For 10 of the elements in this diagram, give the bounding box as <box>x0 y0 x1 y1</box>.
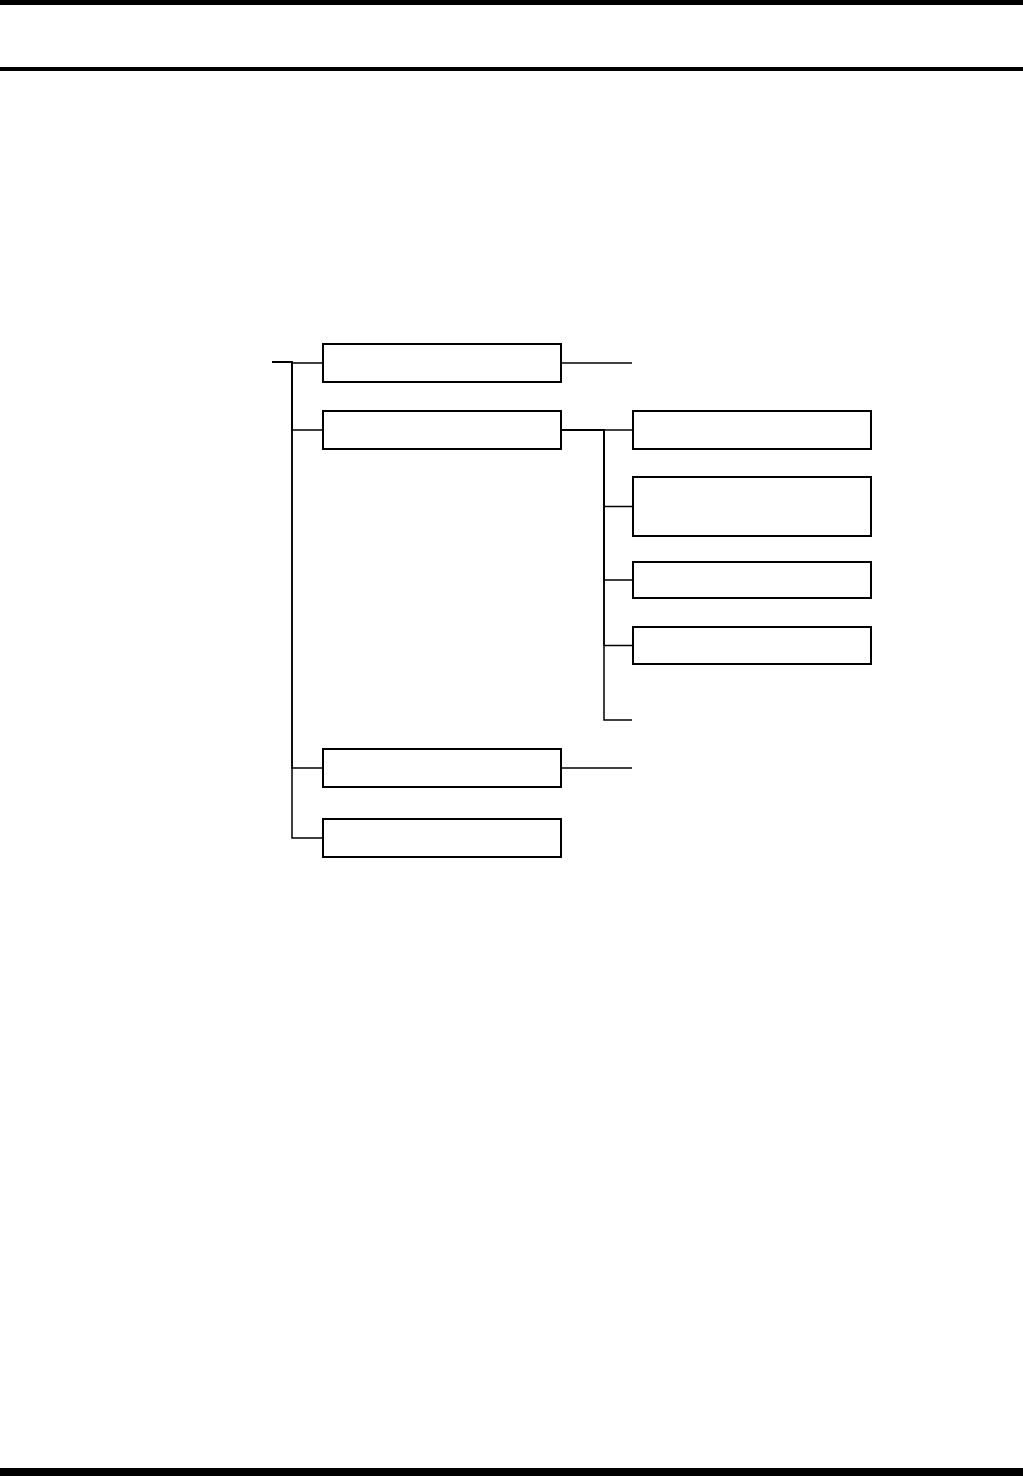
empty-box <box>322 818 562 858</box>
connector-line <box>561 767 633 769</box>
empty-box <box>322 410 562 450</box>
connector-line <box>561 362 633 364</box>
empty-box <box>632 561 872 599</box>
empty-box <box>632 410 872 450</box>
empty-box <box>322 343 562 383</box>
empty-box <box>632 476 872 537</box>
empty-box <box>322 748 562 788</box>
empty-box <box>632 626 872 665</box>
